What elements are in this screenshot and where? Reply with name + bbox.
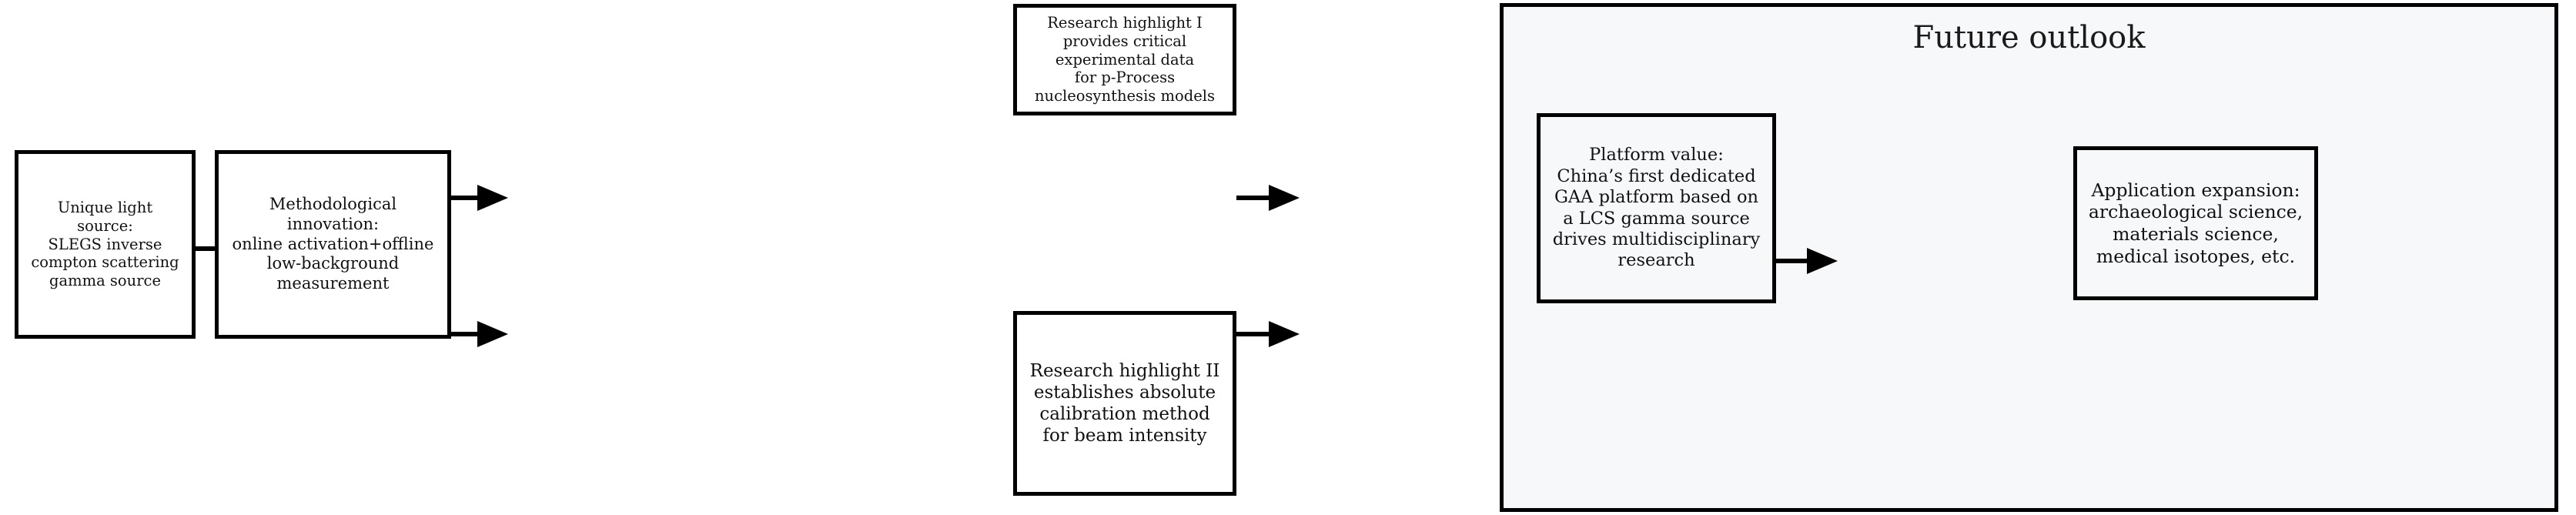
- node-unique-light-source[interactable]: Unique light source: SLEGS inverse compt…: [15, 150, 196, 339]
- node-application-expansion[interactable]: Application expansion: archaeological sc…: [2073, 146, 2318, 300]
- node-platform-value[interactable]: Platform value: China’s first dedicated …: [1537, 113, 1776, 303]
- future-outlook-title: Future outlook: [1912, 20, 2146, 55]
- node-methodological-innovation-label: Methodological innovation: online activa…: [232, 195, 434, 293]
- node-research-highlight-1[interactable]: Research highlight I provides critical e…: [1013, 4, 1236, 115]
- node-research-highlight-2-label: Research highlight II establishes absolu…: [1029, 360, 1220, 446]
- node-methodological-innovation[interactable]: Methodological innovation: online activa…: [215, 150, 451, 339]
- node-research-highlight-2[interactable]: Research highlight II establishes absolu…: [1013, 311, 1236, 496]
- node-platform-value-label: Platform value: China’s first dedicated …: [1552, 145, 1761, 271]
- node-unique-light-source-label: Unique light source: SLEGS inverse compt…: [31, 199, 179, 290]
- node-research-highlight-1-label: Research highlight I provides critical e…: [1034, 14, 1216, 105]
- node-application-expansion-label: Application expansion: archaeological sc…: [2088, 179, 2303, 267]
